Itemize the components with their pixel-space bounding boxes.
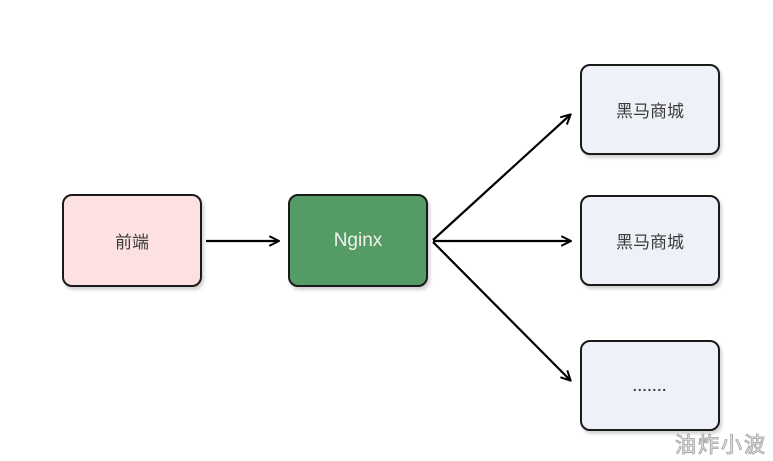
node-server-3: .......: [580, 340, 720, 431]
node-nginx-label: Nginx: [333, 229, 383, 251]
node-nginx: Nginx: [288, 194, 428, 287]
node-server-1: 黑马商城: [580, 64, 720, 155]
node-server-2: 黑马商城: [580, 195, 720, 286]
node-frontend: 前端: [62, 194, 202, 287]
watermark: 油炸小波: [674, 433, 767, 457]
edge-nginx-to-server-1: [432, 113, 572, 241]
node-server-1-label: 黑马商城: [616, 102, 684, 121]
edge-nginx-to-server-3: [432, 241, 572, 382]
node-server-2-label: 黑马商城: [616, 233, 684, 252]
node-frontend-label: 前端: [115, 233, 149, 252]
node-server-3-label: .......: [632, 377, 668, 394]
